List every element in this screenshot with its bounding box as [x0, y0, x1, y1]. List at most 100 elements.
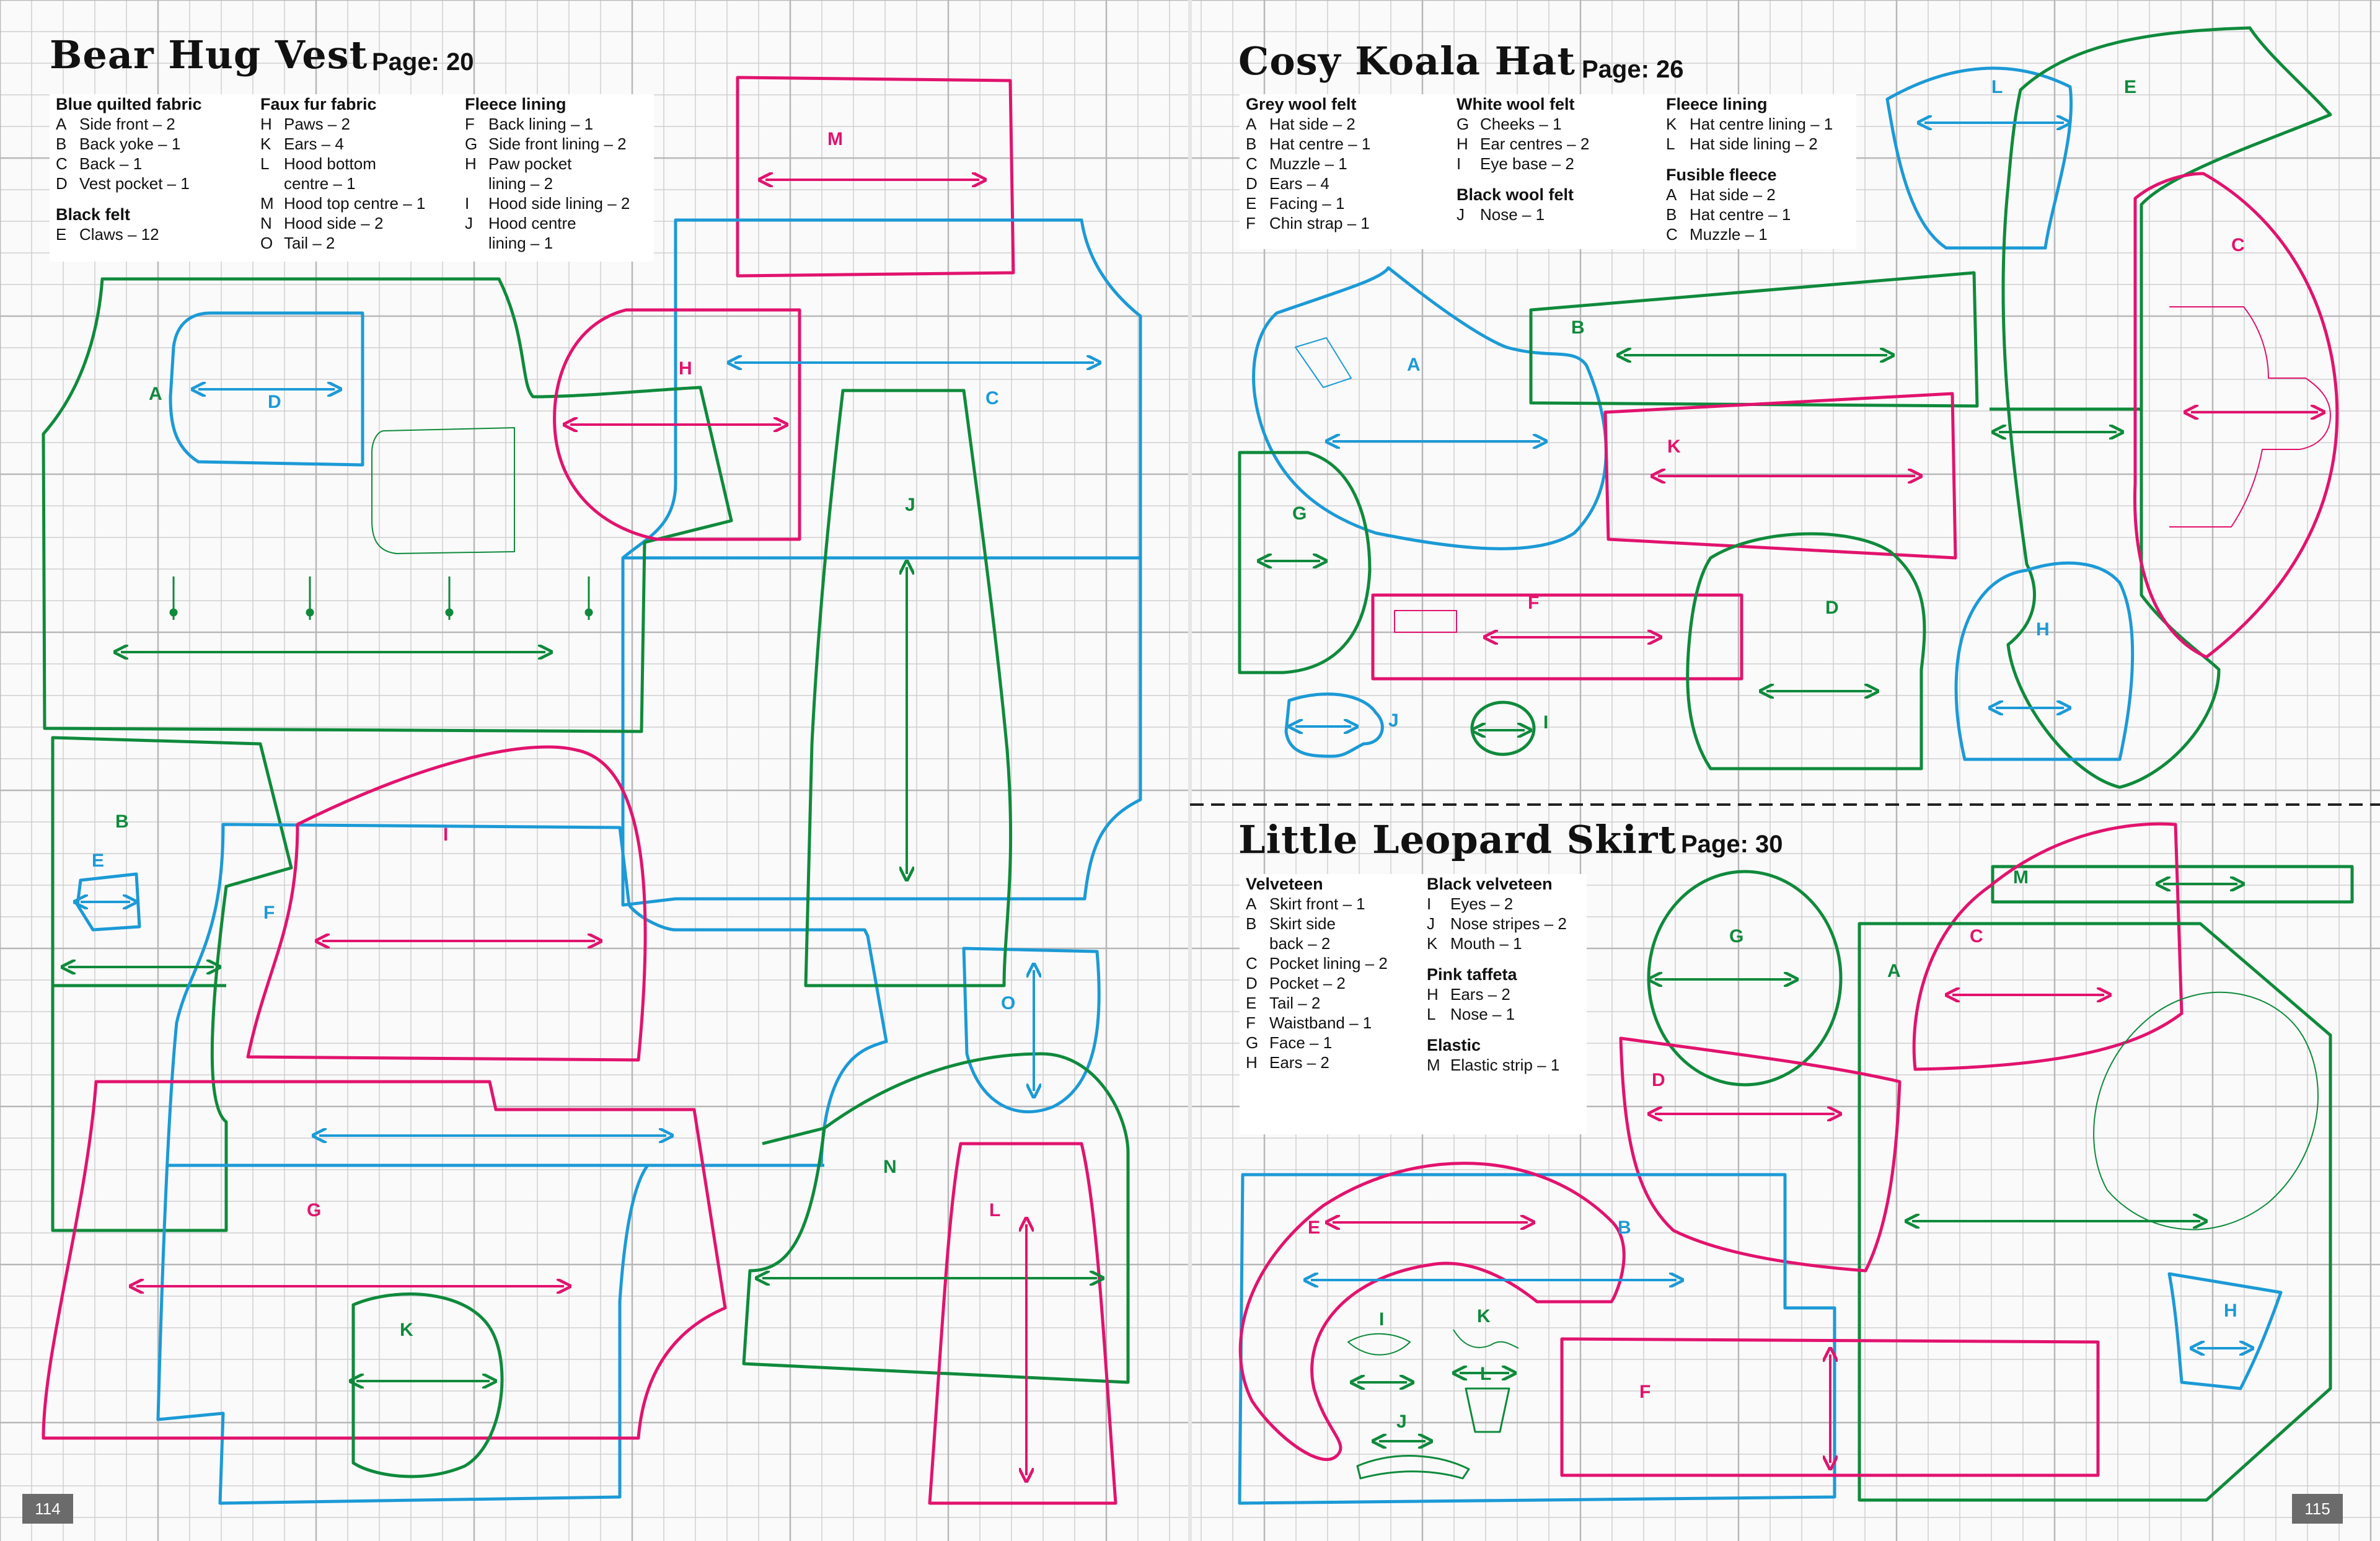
page-number-left: 114	[22, 1494, 73, 1524]
material-item: E Tail – 2	[1246, 993, 1388, 1013]
piece-description: Hood side lining – 2	[488, 194, 630, 213]
piece-description: Nose stripes – 2	[1450, 914, 1567, 933]
piece-k-outline	[351, 1292, 504, 1478]
piece-description: Waistband – 1	[1269, 1013, 1372, 1032]
piece-key: L	[1666, 135, 1675, 153]
piece-key: C	[1246, 954, 1258, 973]
piece-key: C	[1666, 225, 1678, 244]
piece-description: Pocket – 2	[1269, 974, 1346, 992]
piece-description: Ear centres – 2	[1480, 135, 1590, 153]
piece-description: Mouth – 1	[1450, 934, 1522, 953]
piece-key: G	[1246, 1033, 1259, 1052]
koala-piece-label-l: L	[1991, 77, 2003, 97]
koala-piece-label-f: F	[1528, 593, 1539, 613]
leopard-piece-f-outline	[1560, 1337, 2100, 1477]
piece-key: J	[465, 214, 473, 232]
piece-key: B	[56, 135, 67, 153]
koala-piece-d-outline	[1686, 532, 1926, 770]
bear-piece-label-k: K	[400, 1320, 413, 1340]
koala-piece-label-b: B	[1571, 317, 1585, 338]
piece-key: J	[1457, 205, 1465, 224]
koala-piece-label-d: D	[1825, 598, 1839, 618]
material-heading: Black velveteen	[1427, 875, 1553, 893]
leopard-title: Little Leopard Skirt	[1238, 817, 1677, 862]
koala-piece-e-outline	[2001, 26, 2332, 789]
piece-key: K	[260, 135, 271, 153]
piece-n-outline	[742, 1052, 1130, 1384]
material-item: lining – 2	[465, 174, 630, 193]
bear-piece-label-j: J	[905, 495, 915, 515]
piece-description: Muzzle – 1	[1690, 225, 1768, 244]
piece-f-outline	[156, 823, 888, 1505]
koala-piece-a-outline	[1252, 266, 1608, 550]
koala-piece-label-a: A	[1407, 355, 1421, 375]
piece-description: Skirt front – 1	[1269, 894, 1365, 913]
leopard-piece-a-outline	[1858, 922, 2332, 1502]
leopard-piece-d-outline	[1619, 1036, 1902, 1273]
piece-key: K	[1666, 115, 1677, 133]
bear-piece-label-c: C	[985, 388, 999, 408]
leopard-piece-label-i: I	[1379, 1309, 1384, 1330]
piece-key: B	[1246, 914, 1257, 933]
piece-key: C	[56, 154, 68, 173]
koala-piece-i-outline	[1470, 700, 1536, 756]
piece-description: Ears – 4	[284, 135, 344, 153]
material-item: lining – 1	[465, 233, 630, 253]
piece-d-outline	[169, 311, 364, 467]
bear-page-ref: Page: 20	[372, 48, 474, 76]
material-heading: Blue quilted fabric	[56, 95, 202, 113]
piece-description: Back lining – 1	[488, 115, 594, 133]
material-item: K Ears – 4	[260, 134, 425, 154]
piece-key: F	[1246, 1013, 1256, 1032]
material-heading: Velveteen	[1246, 875, 1323, 893]
bear-piece-label-e: E	[92, 850, 104, 871]
piece-description: Hat centre – 1	[1690, 205, 1791, 224]
material-heading: Pink taffeta	[1427, 965, 1517, 984]
piece-description: Tail – 2	[1269, 994, 1321, 1012]
piece-key: D	[56, 174, 68, 193]
material-item: D Vest pocket – 1	[56, 174, 202, 193]
piece-key: L	[1427, 1005, 1436, 1023]
bear-piece-label-h: H	[679, 358, 692, 379]
material-heading: Fleece lining	[465, 95, 566, 113]
piece-key: E	[1246, 994, 1257, 1012]
piece-description: lining – 1	[488, 234, 553, 252]
piece-description: Paws – 2	[284, 115, 350, 133]
piece-description: Hood bottom	[284, 154, 376, 173]
koala-piece-label-k: K	[1667, 436, 1681, 457]
piece-key: H	[465, 154, 477, 173]
leopard-piece-label-c: C	[1970, 926, 1983, 947]
piece-description: Claws – 12	[79, 225, 159, 244]
piece-description: Side front – 2	[79, 115, 175, 133]
leopard-piece-m-outline	[1991, 865, 2354, 904]
leopard-piece-b-outline	[1238, 1173, 1836, 1505]
leopard-piece-h-outline	[2167, 1272, 2283, 1390]
material-item: back – 2	[1246, 934, 1388, 953]
piece-description: Vest pocket – 1	[79, 174, 190, 193]
material-heading: Fusible fleece	[1666, 166, 1777, 184]
leopard-piece-label-e: E	[1308, 1217, 1320, 1238]
